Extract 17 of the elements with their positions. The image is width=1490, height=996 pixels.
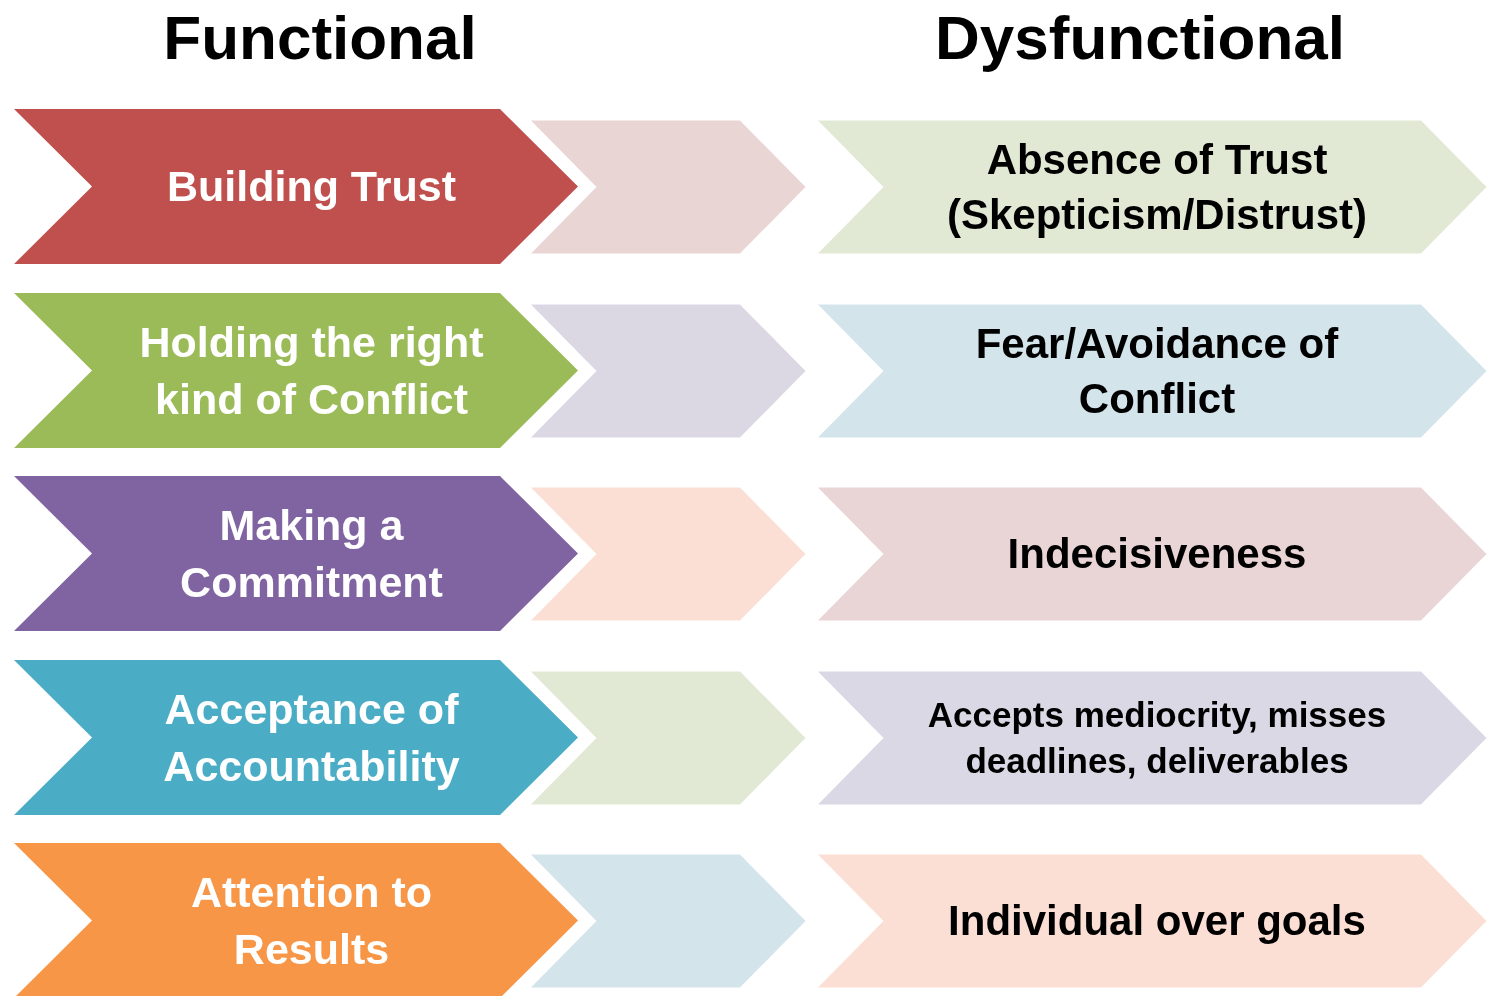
arrow-label: Acceptance of Accountability — [162, 683, 461, 792]
chevron-banner — [14, 843, 578, 996]
chevron-banner — [14, 109, 578, 264]
arrow-label: Attention to Results — [189, 866, 434, 975]
arrow-label: Absence of Trust (Skepticism/Distrust) — [945, 134, 1369, 240]
arrow-label: Individual over goals — [948, 896, 1366, 947]
arrow-label: Making a Commitment — [179, 499, 444, 608]
column-heading: Functional — [162, 2, 478, 73]
chevron-banner — [14, 660, 578, 815]
arrow-label: Fear/Avoidance of Conflict — [974, 318, 1340, 424]
arrow-label: Building Trust — [166, 161, 456, 213]
chevron-banner — [14, 476, 578, 631]
column-heading: Dysfunctional — [934, 2, 1346, 73]
arrow-label: Indecisiveness — [1007, 529, 1307, 580]
arrow-label: Accepts mediocrity, misses deadlines, deliverables — [926, 693, 1388, 782]
chevron-banner — [14, 293, 578, 448]
arrow-label: Holding the right kind of Conflict — [138, 316, 485, 425]
